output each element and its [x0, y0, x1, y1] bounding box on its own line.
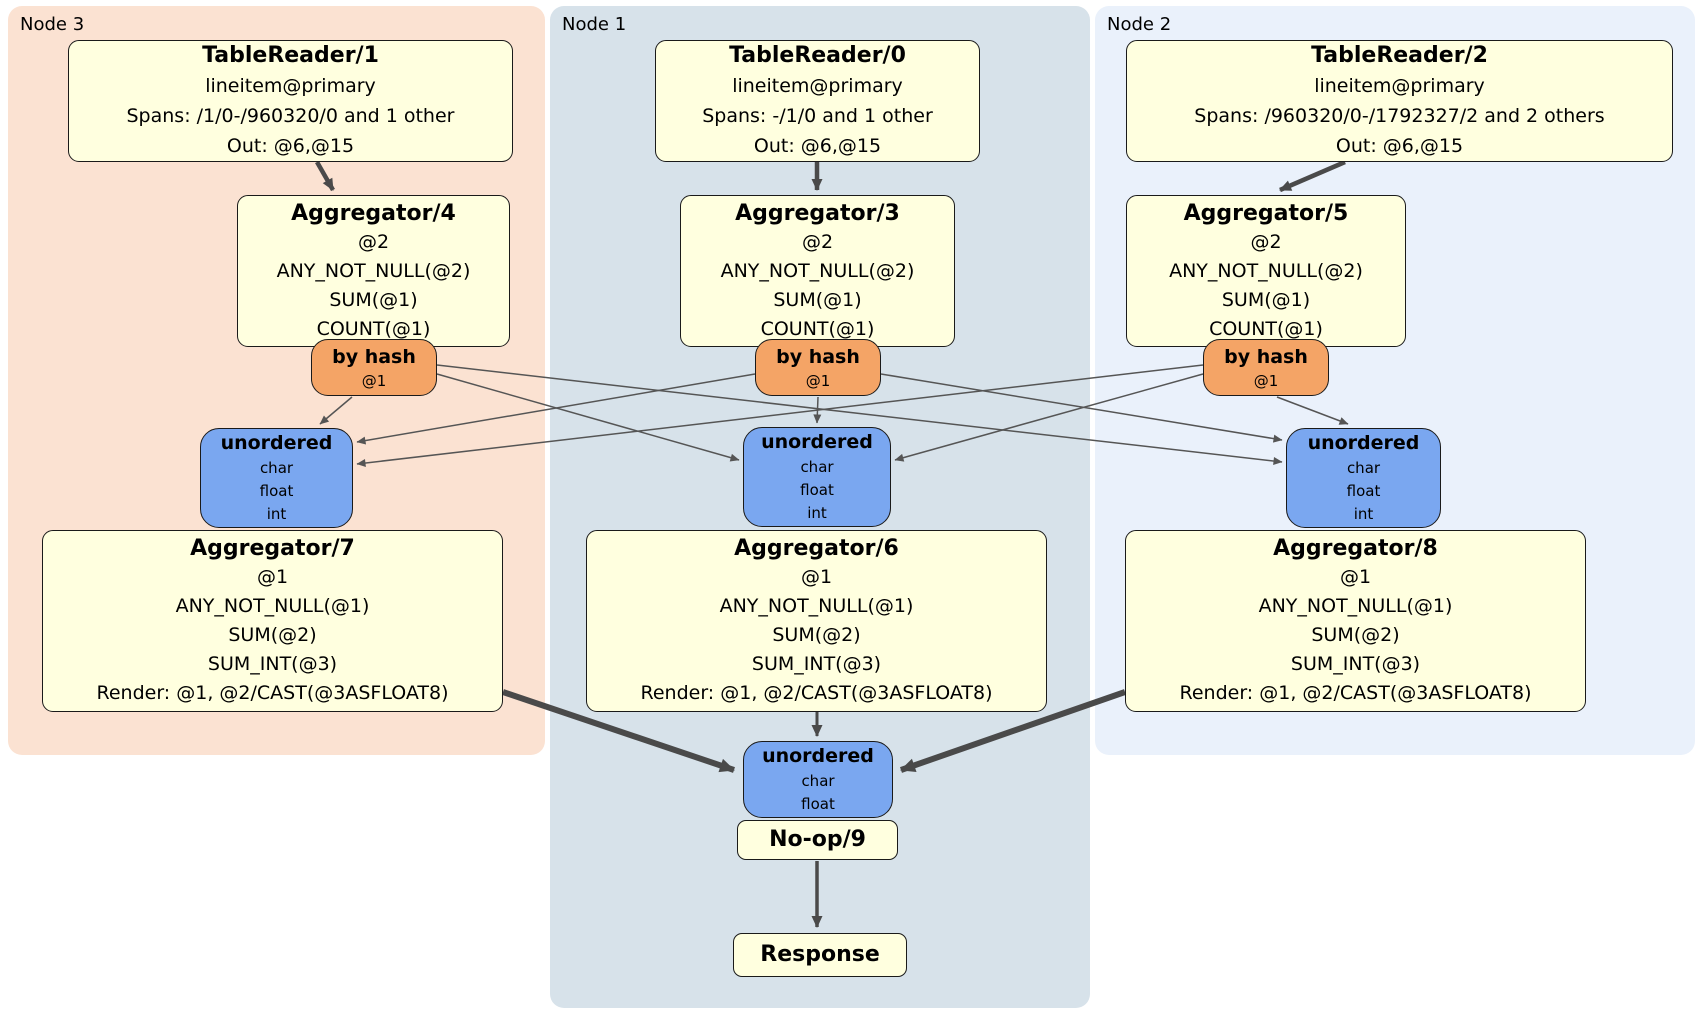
- tablereader-2-out: Out: @6,@15: [1335, 135, 1464, 157]
- aggregator-3-title: Aggregator/3: [735, 200, 900, 226]
- aggregator-7-box: Aggregator/7 @1 ANY_NOT_NULL(@1) SUM(@2)…: [42, 530, 503, 712]
- aggregator-5-fn: ANY_NOT_NULL(@2): [1169, 259, 1363, 282]
- stream-type: int: [807, 504, 827, 522]
- aggregator-3-fn: COUNT(@1): [760, 317, 875, 340]
- stream-type: int: [1353, 505, 1374, 523]
- tablereader-0-spans: Spans: -/1/0 and 1 other: [702, 105, 933, 127]
- aggregator-4-fn: COUNT(@1): [316, 317, 431, 340]
- tablereader-1-title: TableReader/1: [202, 43, 379, 68]
- aggregator-4-fn: ANY_NOT_NULL(@2): [276, 259, 471, 282]
- panel-node3-label: Node 3: [20, 14, 85, 35]
- hash-router-right-title: by hash: [1224, 345, 1308, 368]
- unordered-stream-right-title: unordered: [1307, 432, 1420, 454]
- aggregator-6-title: Aggregator/6: [734, 536, 899, 561]
- stream-type: float: [800, 481, 834, 499]
- tablereader-1-out: Out: @6,@15: [226, 135, 355, 157]
- aggregator-7-render: Render: @1, @2/CAST(@3ASFLOAT8): [96, 682, 449, 704]
- aggregator-6-box: Aggregator/6 @1 ANY_NOT_NULL(@1) SUM(@2)…: [586, 530, 1047, 712]
- unordered-stream-middle-title: unordered: [761, 431, 873, 453]
- aggregator-3-groupcols: @2: [801, 230, 834, 253]
- tablereader-2-title: TableReader/2: [1311, 43, 1488, 68]
- tablereader-1-box: TableReader/1 lineitem@primary Spans: /1…: [68, 40, 513, 162]
- noop-9-box: No-op/9: [737, 820, 898, 860]
- aggregator-7-fn: SUM_INT(@3): [207, 653, 338, 675]
- noop-9-title: No-op/9: [769, 827, 866, 852]
- aggregator-4-groupcols: @2: [357, 230, 390, 253]
- response-title: Response: [760, 942, 880, 967]
- aggregator-6-fn: ANY_NOT_NULL(@1): [719, 595, 914, 617]
- tablereader-2-box: TableReader/2 lineitem@primary Spans: /9…: [1126, 40, 1673, 162]
- aggregator-6-fn: SUM_INT(@3): [751, 653, 882, 675]
- unordered-stream-middle-box: unordered char float int: [743, 427, 891, 527]
- unordered-stream-left-box: unordered char float int: [200, 428, 353, 528]
- aggregator-8-box: Aggregator/8 @1 ANY_NOT_NULL(@1) SUM(@2)…: [1125, 530, 1586, 712]
- aggregator-7-title: Aggregator/7: [190, 536, 355, 561]
- stream-type: char: [801, 772, 835, 790]
- tablereader-1-spans: Spans: /1/0-/960320/0 and 1 other: [126, 105, 455, 127]
- tablereader-2-spans: Spans: /960320/0-/1792327/2 and 2 others: [1194, 105, 1605, 127]
- aggregator-8-groupcols: @1: [1339, 566, 1372, 588]
- stream-type: float: [259, 482, 294, 500]
- aggregator-5-fn: COUNT(@1): [1209, 317, 1323, 340]
- tablereader-0-box: TableReader/0 lineitem@primary Spans: -/…: [655, 40, 980, 162]
- aggregator-8-fn: SUM(@2): [1311, 624, 1400, 646]
- unordered-stream-final-box: unordered char float: [743, 741, 893, 818]
- tablereader-2-index: lineitem@primary: [1314, 75, 1485, 97]
- aggregator-3-box: Aggregator/3 @2 ANY_NOT_NULL(@2) SUM(@1)…: [680, 195, 955, 347]
- aggregator-5-box: Aggregator/5 @2 ANY_NOT_NULL(@2) SUM(@1)…: [1126, 195, 1406, 347]
- stream-type: int: [266, 505, 287, 523]
- hash-router-middle-title: by hash: [776, 345, 860, 368]
- tablereader-1-index: lineitem@primary: [205, 75, 376, 97]
- tablereader-0-index: lineitem@primary: [732, 75, 903, 97]
- aggregator-8-render: Render: @1, @2/CAST(@3ASFLOAT8): [1179, 682, 1532, 704]
- stream-type: char: [800, 458, 834, 476]
- aggregator-7-fn: ANY_NOT_NULL(@1): [175, 595, 370, 617]
- aggregator-7-groupcols: @1: [256, 566, 289, 588]
- stream-type: float: [801, 795, 835, 813]
- aggregator-4-title: Aggregator/4: [291, 200, 456, 226]
- aggregator-8-title: Aggregator/8: [1273, 536, 1438, 561]
- hash-router-middle-col: @1: [805, 371, 831, 390]
- hash-router-left-box: by hash @1: [311, 339, 437, 396]
- aggregator-7-fn: SUM(@2): [228, 624, 317, 646]
- panel-node1-label: Node 1: [562, 14, 627, 35]
- stream-type: char: [259, 459, 294, 477]
- response-box: Response: [733, 933, 907, 977]
- aggregator-5-title: Aggregator/5: [1183, 200, 1349, 226]
- stream-type: float: [1346, 482, 1381, 500]
- aggregator-6-groupcols: @1: [800, 566, 833, 588]
- tablereader-0-title: TableReader/0: [729, 43, 906, 68]
- unordered-stream-right-box: unordered char float int: [1286, 428, 1441, 528]
- aggregator-4-fn: SUM(@1): [329, 288, 418, 311]
- panel-node2-label: Node 2: [1107, 14, 1172, 35]
- aggregator-8-fn: SUM_INT(@3): [1290, 653, 1421, 675]
- unordered-stream-left-title: unordered: [220, 432, 333, 454]
- aggregator-8-fn: ANY_NOT_NULL(@1): [1258, 595, 1453, 617]
- hash-router-right-col: @1: [1253, 371, 1279, 390]
- aggregator-6-fn: SUM(@2): [772, 624, 861, 646]
- aggregator-5-fn: SUM(@1): [1221, 288, 1311, 311]
- aggregator-3-fn: ANY_NOT_NULL(@2): [720, 259, 915, 282]
- hash-router-right-box: by hash @1: [1203, 339, 1329, 396]
- hash-router-left-title: by hash: [332, 345, 416, 368]
- stream-type: char: [1346, 459, 1381, 477]
- aggregator-5-groupcols: @2: [1250, 230, 1282, 253]
- aggregator-4-box: Aggregator/4 @2 ANY_NOT_NULL(@2) SUM(@1)…: [237, 195, 510, 347]
- hash-router-left-col: @1: [361, 371, 387, 390]
- aggregator-3-fn: SUM(@1): [773, 288, 862, 311]
- tablereader-0-out: Out: @6,@15: [753, 135, 882, 157]
- hash-router-middle-box: by hash @1: [755, 339, 881, 396]
- aggregator-6-render: Render: @1, @2/CAST(@3ASFLOAT8): [640, 682, 993, 704]
- unordered-stream-final-title: unordered: [762, 745, 874, 767]
